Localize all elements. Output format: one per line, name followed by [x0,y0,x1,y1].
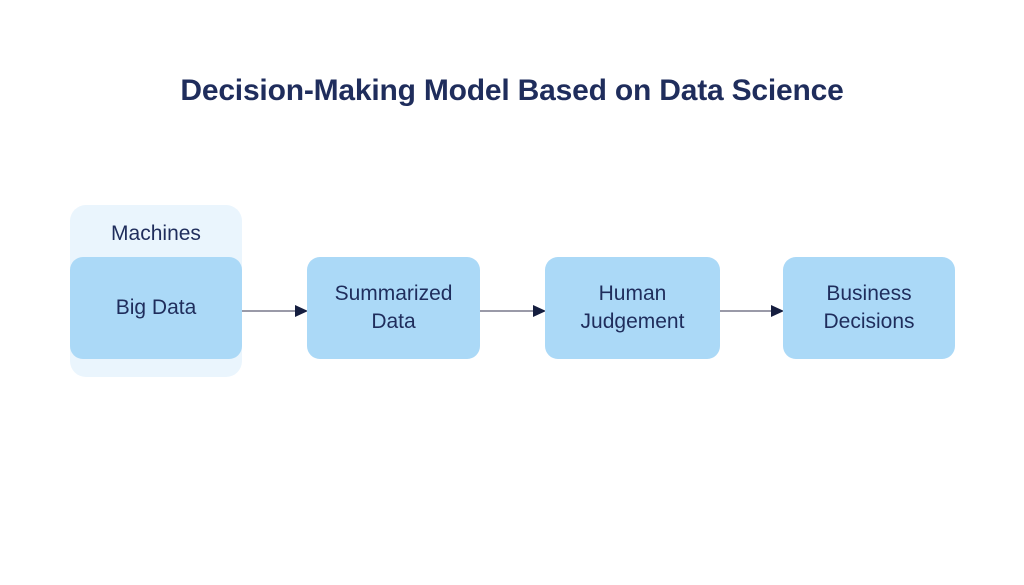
node-business-decisions-label: Business Decisions [823,282,915,333]
page-title: Decision-Making Model Based on Data Scie… [180,74,844,107]
arrow-summarized-data-to-human-judgement [480,305,546,317]
node-human-judgement-label: Human Judgement [580,282,685,333]
node-business-decisions[interactable]: Business Decisions [783,257,955,359]
arrow-human-judgement-to-business-decisions [720,305,784,317]
arrow-big-data-to-summarized-data [242,305,308,317]
node-summarized-data-label: Summarized Data [334,282,453,333]
group-machines-label: Machines [111,222,201,245]
node-summarized-data[interactable]: Summarized Data [307,257,480,359]
arrow-head-icon [295,305,308,317]
node-human-judgement[interactable]: Human Judgement [545,257,720,359]
arrow-head-icon [771,305,784,317]
arrow-head-icon [533,305,546,317]
node-big-data[interactable]: Big Data [70,257,242,359]
node-big-data-label: Big Data [115,296,197,320]
